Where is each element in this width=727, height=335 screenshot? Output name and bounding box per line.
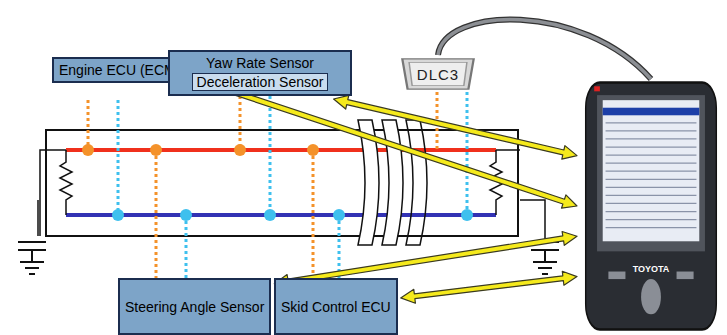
screen-row bbox=[606, 179, 697, 180]
screen-row bbox=[606, 211, 697, 212]
screen-row bbox=[606, 122, 697, 123]
screen-row bbox=[606, 227, 697, 228]
tester-led bbox=[594, 86, 600, 91]
screen-row bbox=[606, 203, 697, 204]
node-outline bbox=[580, 80, 722, 332]
can-low-wire bbox=[66, 213, 496, 217]
screen-row bbox=[606, 195, 697, 196]
communication-arrow bbox=[334, 95, 577, 159]
screen-bezel bbox=[597, 95, 705, 251]
diagnostic-tester: TOYOTA bbox=[580, 80, 722, 332]
screen-row bbox=[606, 130, 697, 131]
screen-row bbox=[606, 138, 697, 139]
can-high-wire bbox=[66, 148, 496, 152]
screen-row bbox=[606, 154, 697, 155]
screen-row bbox=[606, 187, 697, 188]
screen bbox=[603, 100, 700, 241]
screen-bar bbox=[603, 108, 700, 116]
communication-arrow bbox=[401, 271, 577, 303]
sensor-box: Yaw Rate SensorDeceleration Sensor bbox=[168, 50, 352, 96]
node-label: Engine ECU (ECM) bbox=[59, 62, 180, 78]
screen-row bbox=[606, 163, 697, 164]
screen-row bbox=[606, 171, 697, 172]
tester-button bbox=[641, 279, 661, 314]
brand-label: TOYOTA bbox=[633, 264, 670, 274]
tester-body bbox=[586, 83, 717, 330]
dlc-connector: DLC3 bbox=[400, 56, 476, 92]
node-label: Skid Control ECU bbox=[281, 299, 391, 315]
ecu-box: Skid Control ECU bbox=[274, 278, 398, 335]
terminator-resistor bbox=[38, 150, 545, 240]
connector-face bbox=[409, 62, 467, 85]
sensor-box: Steering Angle Sensor bbox=[118, 278, 271, 335]
tap-dot bbox=[82, 144, 473, 221]
screen-row bbox=[606, 219, 697, 220]
node-label: Yaw Rate Sensor bbox=[206, 55, 314, 71]
node-label: Deceleration Sensor bbox=[192, 73, 329, 91]
tester-button bbox=[677, 272, 694, 280]
ground-symbol bbox=[18, 242, 559, 274]
tester-button bbox=[608, 272, 625, 280]
connector-body bbox=[402, 59, 473, 89]
bus-frame bbox=[46, 130, 518, 236]
node-label: DLC3 bbox=[417, 66, 459, 83]
screen-row bbox=[606, 146, 697, 147]
node-label: Steering Angle Sensor bbox=[125, 299, 264, 315]
